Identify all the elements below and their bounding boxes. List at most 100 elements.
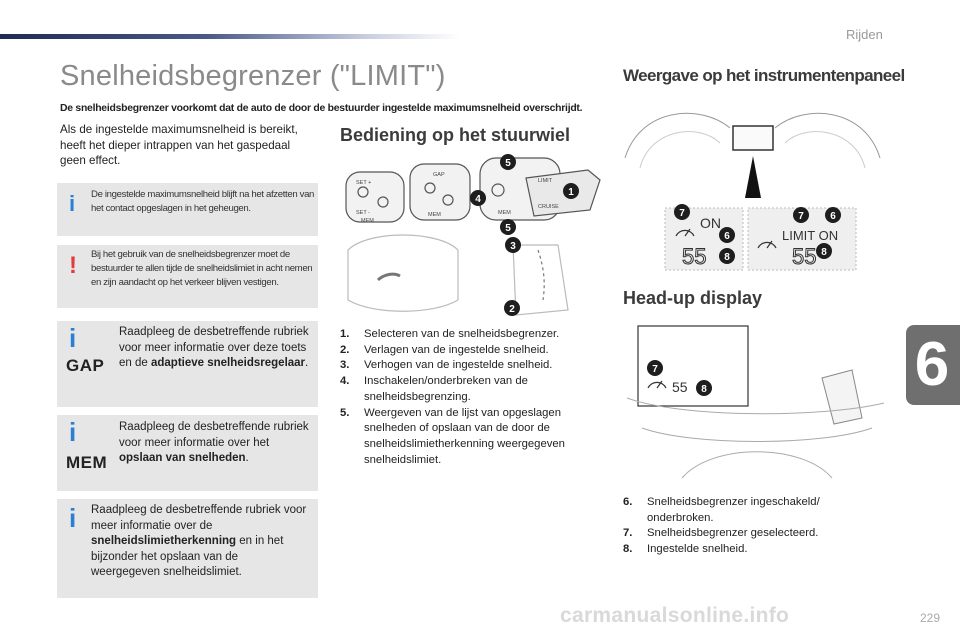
steering-controls-figure: SET + SET - GAP MEM MEM MEM LIMIT CRUISE… — [345, 154, 601, 316]
mem-note: i MEM Raadpleeg de desbetreffende rubrie… — [57, 415, 318, 491]
list-item: 5.Weergeven van de lijst van opgeslagen … — [340, 406, 565, 466]
callout-7: 7 — [798, 211, 804, 222]
set-plus-label: SET + — [356, 180, 371, 186]
callout-6-marker — [719, 227, 735, 243]
note-text: Raadpleeg de desbetreffende rubriek voor… — [119, 325, 309, 372]
hud-projector — [821, 369, 863, 425]
section-heading-instrument: Weergave op het instrumentenpaneel — [623, 66, 905, 85]
dashboard-line — [626, 397, 885, 415]
gap-button-label: GAP — [433, 172, 445, 178]
steering-controls-list: 1.Selecteren van de snelheidsbegrenzer. … — [340, 327, 595, 468]
callout-7: 7 — [652, 364, 658, 375]
list-item: 7.Snelheidsbegrenzer geselecteerd. — [623, 527, 819, 540]
speed-lever — [525, 169, 601, 217]
note-text-bold: adaptieve snelheidsregelaar — [150, 357, 306, 369]
lever-cruise-label: CRUISE — [538, 204, 559, 210]
dial-outline-left — [624, 112, 731, 159]
note-text: De ingestelde maximumsnelheid blijft na … — [91, 189, 315, 214]
callout-5-marker — [500, 219, 516, 235]
callout-5a: 5 — [505, 158, 511, 169]
watermark: carmanualsonline.info — [560, 604, 790, 627]
control-pad-left — [345, 171, 405, 223]
callout-1: 1 — [568, 187, 574, 198]
speedometer-icon — [675, 228, 695, 237]
page-number: 229 — [919, 611, 940, 625]
pointer-arrow — [745, 156, 761, 198]
callout-3: 3 — [510, 241, 516, 252]
intro-paragraph: Als de ingestelde maximumsnelheid is ber… — [60, 123, 298, 167]
steering-column — [512, 244, 569, 316]
callout-7-marker — [647, 360, 663, 376]
callout-1-marker — [563, 183, 579, 199]
callout-3-marker — [505, 237, 521, 253]
pad-button-icon — [424, 182, 436, 194]
list-item: 6.Snelheidsbegrenzer ingeschakeld/ onder… — [623, 496, 820, 524]
list-item: 2.Verlagen van de ingestelde snelheid. — [340, 343, 549, 356]
note-text-part: Raadpleeg de desbetreffende rubriek voor… — [119, 421, 309, 449]
speed-value: 55 — [792, 244, 816, 269]
note-text: Raadpleeg de desbetreffende rubriek voor… — [91, 503, 309, 581]
head-up-display-figure: 55 7 8 — [626, 325, 885, 479]
info-icon: i — [69, 323, 77, 353]
center-display — [732, 125, 774, 151]
callout-8: 8 — [724, 252, 730, 263]
intro-text: De snelheidsbegrenzer voorkomt dat de au… — [60, 103, 583, 114]
speedometer-icon — [647, 380, 667, 389]
note-text-part: . — [245, 452, 249, 464]
control-pad-middle — [409, 163, 471, 221]
callout-7-marker — [674, 204, 690, 220]
callout-8: 8 — [821, 247, 827, 258]
section-heading-steering: Bediening op het stuurwiel — [340, 125, 571, 145]
list-item: 8.Ingestelde snelheid. — [623, 543, 748, 556]
dial-outline-right — [774, 112, 881, 159]
note-text: Raadpleeg de desbetreffende rubriek voor… — [119, 420, 314, 467]
top-accent-bar — [0, 34, 460, 39]
steering-wheel-outline — [681, 451, 833, 479]
warning-note-attention: ! Bij het gebruik van de snelheidsbegren… — [57, 245, 318, 308]
pad-button-icon — [491, 183, 505, 197]
hud-speed-value: 55 — [672, 379, 688, 395]
mem-logo: MEM — [66, 453, 108, 472]
callout-6-marker — [825, 207, 841, 223]
callout-5b: 5 — [505, 223, 511, 234]
mem-button-label: MEM — [498, 210, 511, 216]
callout-2: 2 — [509, 304, 515, 315]
section-heading-hud: Head-up display — [623, 288, 763, 308]
speedometer-icon — [757, 240, 777, 249]
callout-2-marker — [504, 300, 520, 316]
callout-5-marker — [500, 154, 516, 170]
lever-limit-label: LIMIT — [538, 178, 553, 184]
list-item: 4.Inschakelen/onderbreken van de snelhei… — [340, 375, 528, 403]
speed-value: 55 — [682, 244, 706, 269]
callout-6: 6 — [724, 231, 730, 242]
pad-button-icon — [377, 196, 389, 208]
callout-6: 6 — [830, 211, 836, 222]
note-text-part: . — [305, 357, 309, 369]
list-item: 1.Selecteren van de snelheidsbegrenzer. — [340, 328, 560, 340]
mem-button-label: MEM — [361, 218, 374, 224]
note-text-part: en in het bijzonder het opslaan van de w… — [91, 535, 284, 578]
warning-icon: ! — [69, 252, 77, 279]
callout-8-marker — [696, 380, 712, 396]
on-text: ON — [700, 215, 721, 231]
set-minus-label: SET - — [356, 210, 370, 216]
callout-8: 8 — [701, 384, 707, 395]
list-item: 3.Verhogen van de ingestelde snelheid. — [340, 359, 553, 372]
info-icon: i — [69, 417, 77, 447]
note-text-part: Raadpleeg de desbetreffende rubriek voor… — [91, 504, 307, 532]
callout-4-marker — [470, 190, 486, 206]
note-text-bold: opslaan van snelheden — [119, 452, 246, 464]
instrument-panel-figure: ON 55 LIMIT ON 55 7 6 8 7 6 8 — [624, 112, 881, 271]
callout-8-marker — [816, 243, 832, 259]
info-icon: i — [69, 191, 76, 216]
steering-wheel-outline — [347, 234, 459, 312]
limit-on-text: LIMIT ON — [782, 228, 838, 243]
callout-8-marker — [719, 248, 735, 264]
gap-note: i GAP Raadpleeg de desbetreffende rubrie… — [57, 321, 318, 407]
mem-button-label: MEM — [428, 212, 441, 218]
gap-logo: GAP — [66, 356, 105, 375]
info-note-memory: i De ingestelde maximumsnelheid blijft n… — [57, 183, 318, 236]
note-text-bold: snelheidslimietherkenning — [91, 535, 237, 547]
callout-7: 7 — [679, 208, 685, 219]
pad-button-icon — [442, 194, 454, 206]
